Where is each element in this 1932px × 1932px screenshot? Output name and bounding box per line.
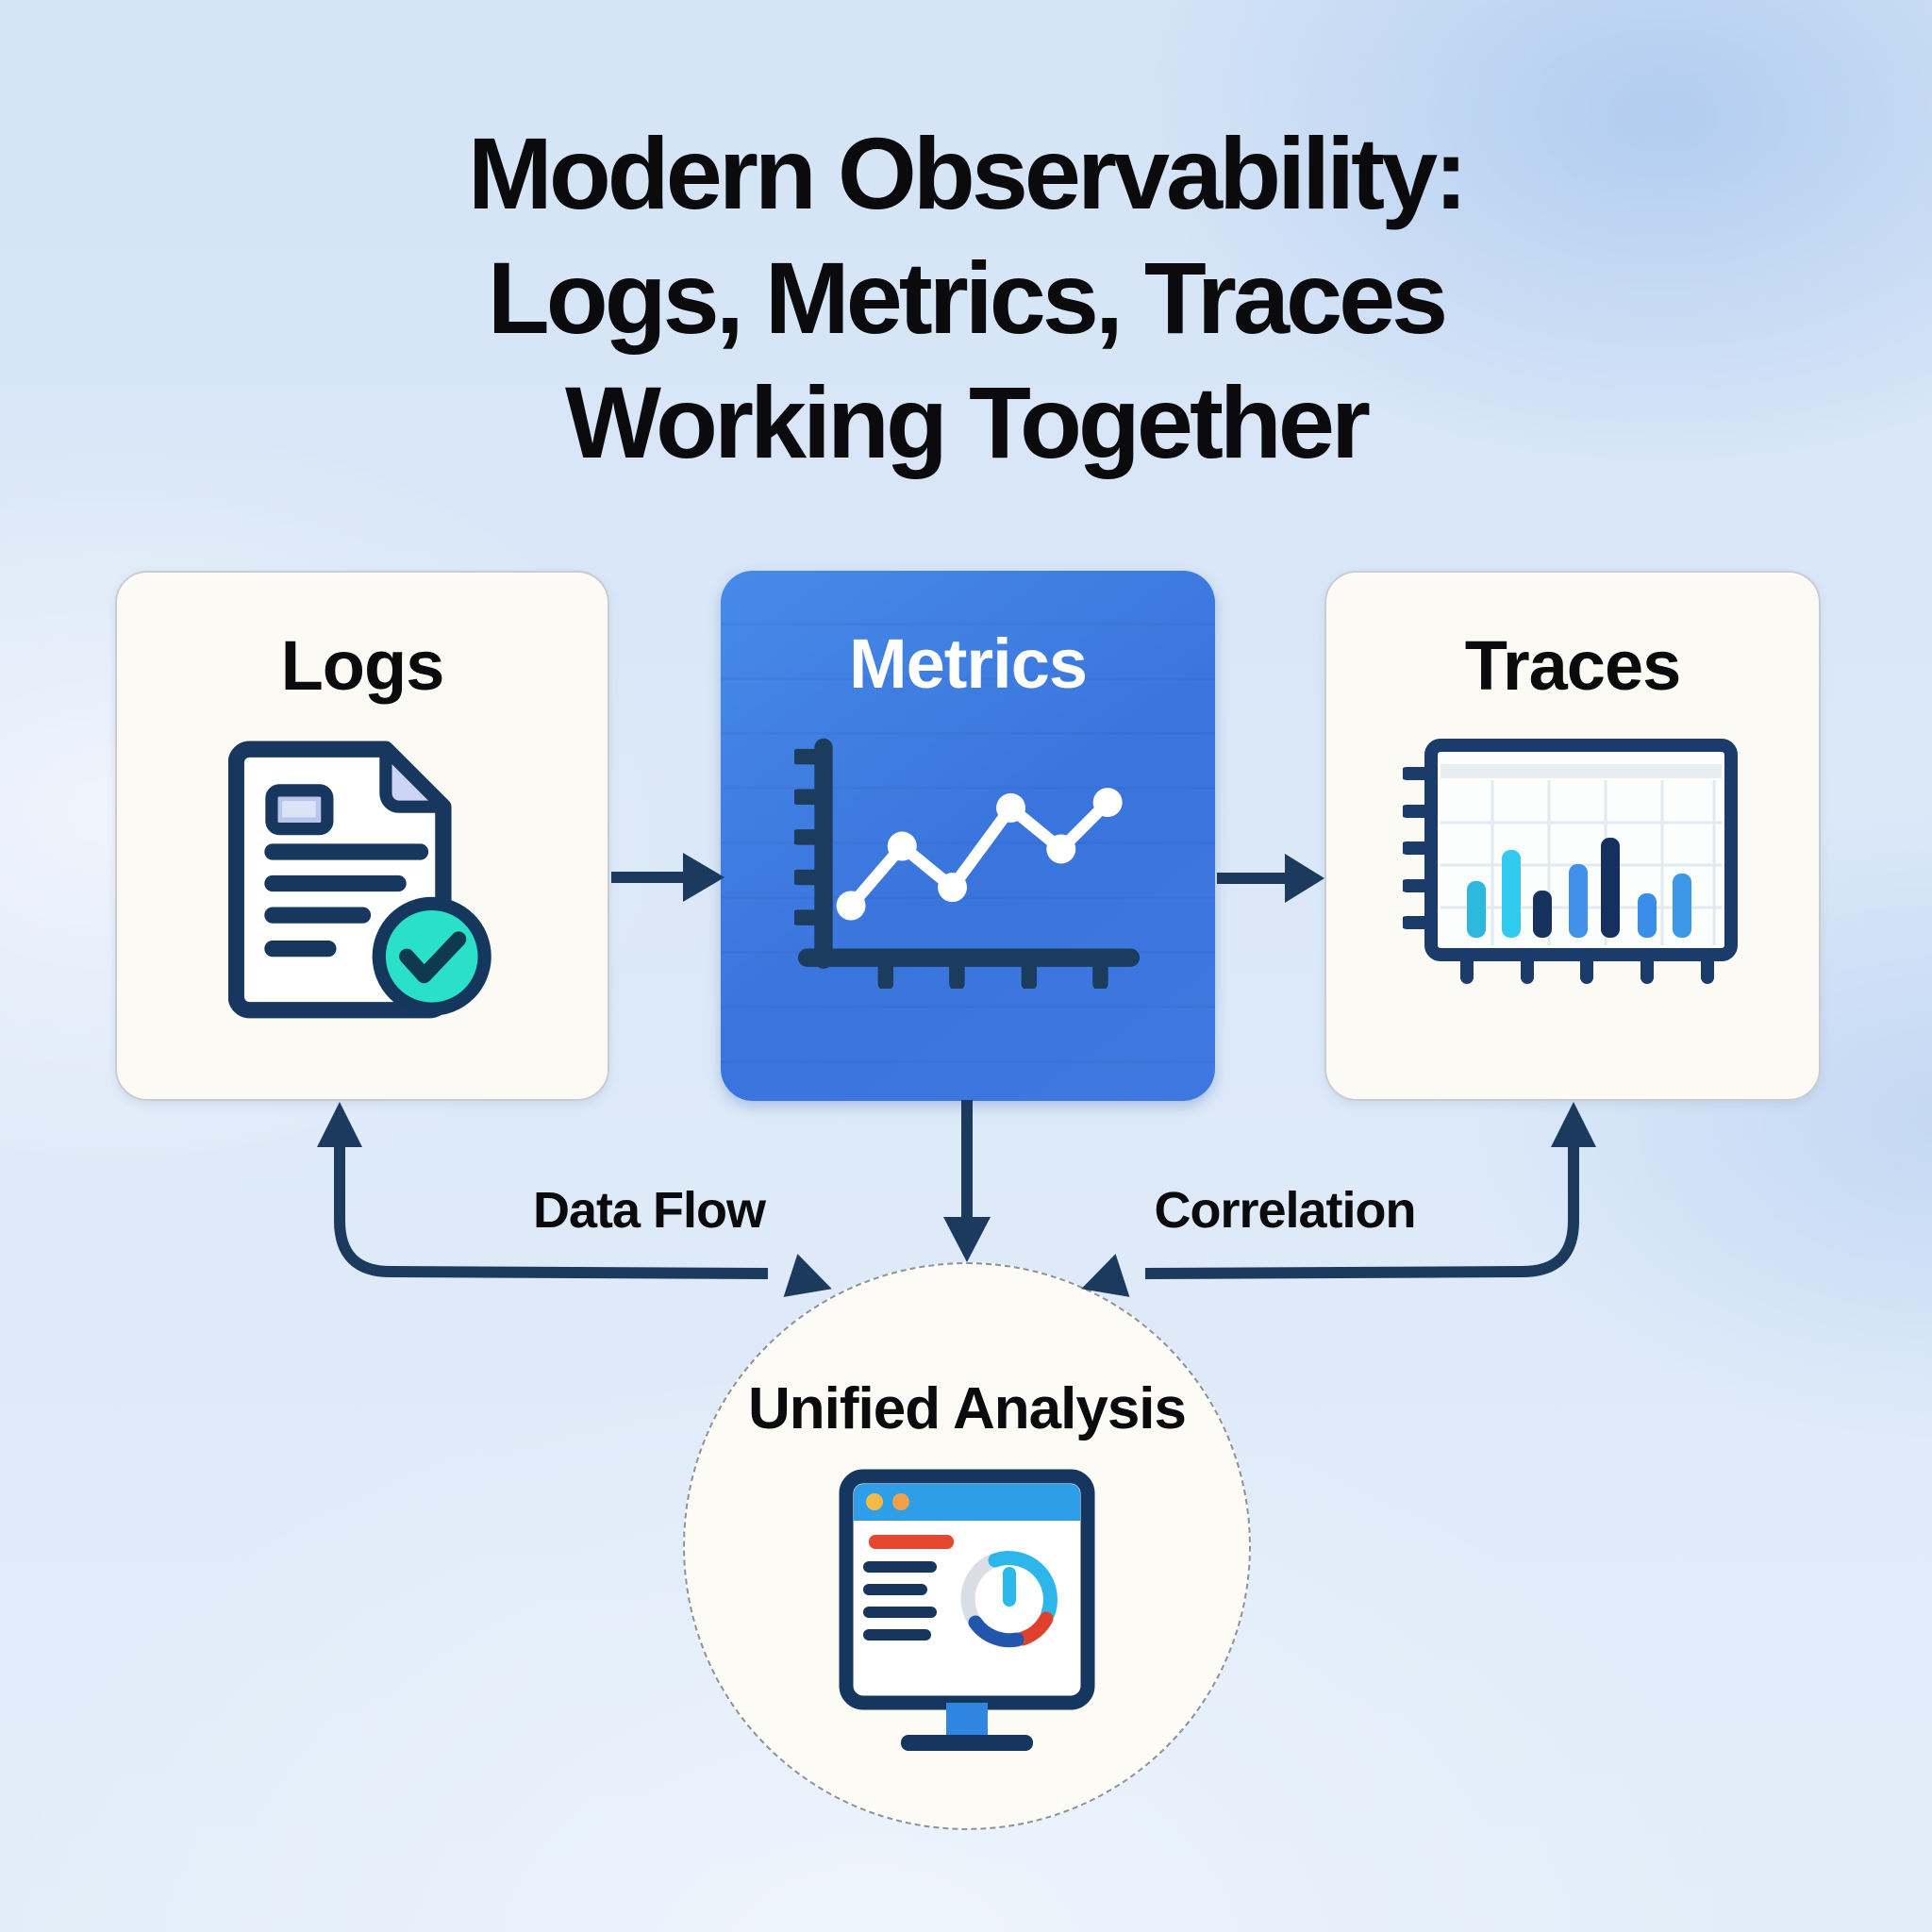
unified-analysis-hub: Unified Analysis bbox=[683, 1262, 1251, 1830]
bar-chart-icon bbox=[1400, 738, 1742, 990]
page-title-line2: Logs, Metrics, Traces bbox=[487, 240, 1448, 355]
logs-card: Logs bbox=[115, 571, 609, 1101]
page-title: Modern Observability: Logs, Metrics, Tra… bbox=[0, 111, 1932, 484]
line-chart-icon bbox=[790, 736, 1141, 993]
traces-card-label: Traces bbox=[1464, 626, 1682, 705]
page-title-line1: Modern Observability: bbox=[467, 116, 1468, 230]
arrow-metrics-to-traces bbox=[1217, 854, 1324, 903]
metrics-card-label: Metrics bbox=[848, 625, 1088, 703]
correlation-label: Correlation bbox=[1154, 1182, 1416, 1239]
document-check-icon bbox=[227, 738, 497, 1030]
metrics-card: Metrics bbox=[721, 571, 1215, 1101]
data-flow-label: Data Flow bbox=[532, 1182, 766, 1239]
logs-card-label: Logs bbox=[280, 626, 445, 705]
traces-card: Traces bbox=[1324, 571, 1821, 1101]
unified-analysis-label: Unified Analysis bbox=[747, 1376, 1187, 1441]
arrow-logs-to-metrics bbox=[611, 853, 724, 902]
arrow-metrics-to-unified bbox=[943, 1100, 991, 1262]
dashboard-monitor-icon bbox=[835, 1467, 1099, 1759]
page-title-line3: Working Together bbox=[565, 364, 1371, 479]
